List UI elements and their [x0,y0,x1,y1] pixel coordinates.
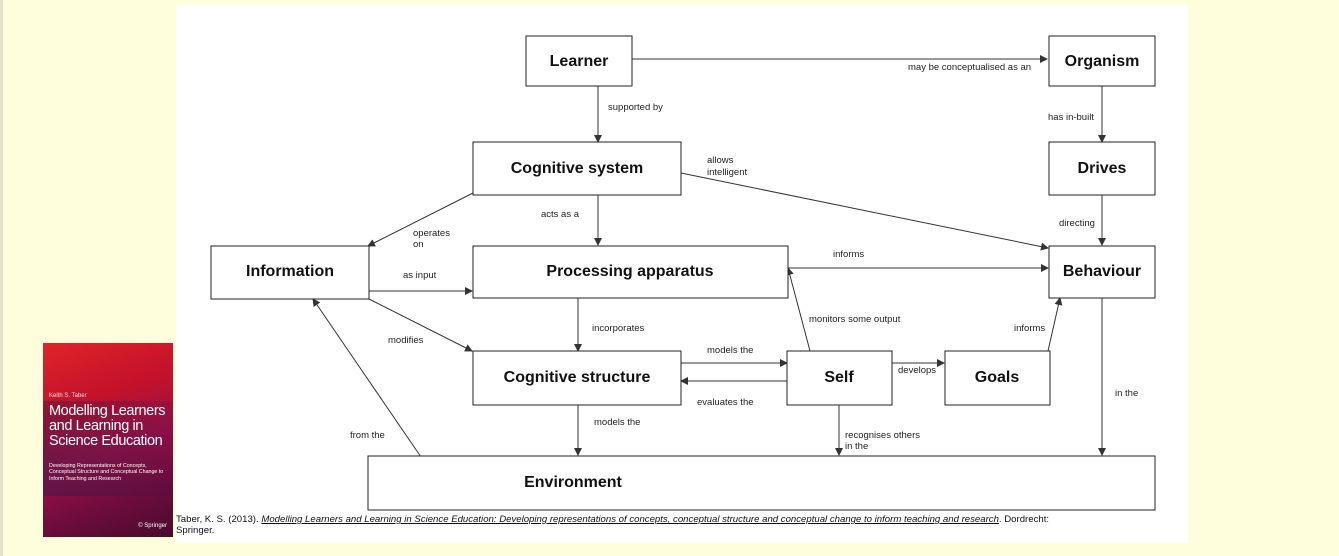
label-may-be-conceptualised: may be conceptualised as an [908,62,1031,73]
label-recognises-others: recognises others [845,430,920,441]
book-cover-image: Keith S. Taber Modelling Learners and Le… [43,343,173,537]
citation: Taber, K. S. (2013). Modelling Learners … [176,514,1076,536]
label-models-the-env: models the [594,417,640,428]
label-intelligent: intelligent [707,167,747,178]
node-self-label: Self [824,369,854,386]
cover-subtitle: Developing Representations of Concepts, … [49,463,164,482]
cover-publisher: © Springer [138,523,167,529]
node-cognitive-system: Cognitive system [472,141,682,196]
label-operates: operates [413,228,450,239]
edge-self-processing [785,267,811,352]
edge-environment-information [312,298,422,458]
label-incorporates: incorporates [592,323,645,334]
node-cognitive-structure: Cognitive structure [472,350,682,406]
edge-information-cogstructure [368,298,473,352]
label-on: on [413,239,424,250]
node-drives-label: Drives [1078,160,1127,177]
label-modifies: modifies [388,335,424,346]
node-learner-label: Learner [550,53,609,70]
node-behaviour: Behaviour [1048,245,1156,299]
cover-band [43,401,173,496]
node-processing-apparatus: Processing apparatus [472,245,789,299]
citation-prefix: Taber, K. S. (2013). [176,514,262,525]
label-in-the-self: in the [845,441,868,452]
label-in-the-right: in the [1115,388,1138,399]
cover-author: Keith S. Taber [49,393,87,399]
label-from-the: from the [350,430,385,441]
edge-cogsys-information [367,192,474,247]
label-models-the-self: models the [707,345,753,356]
node-organism: Organism [1048,35,1156,87]
label-as-input: as input [403,270,437,281]
label-has-in-built: has in-built [1048,112,1094,123]
label-evaluates-the: evaluates the [697,397,754,408]
edges [312,55,1106,458]
label-acts-as-a: acts as a [541,209,580,220]
label-informs-goals: informs [1014,323,1045,334]
edge-labels: may be conceptualised as an supported by… [350,62,1138,452]
node-goals-label: Goals [975,369,1020,386]
edge-cogsys-behaviour [680,172,1049,251]
node-behaviour-label: Behaviour [1063,263,1141,280]
label-develops: develops [898,365,936,376]
label-supported-by: supported by [608,102,663,113]
node-organism-label: Organism [1065,53,1140,70]
citation-suffix: . Dordrecht: Springer. [176,514,1050,536]
node-cognitive-system-label: Cognitive system [511,160,643,177]
node-learner: Learner [525,35,633,87]
edge-goals-behaviour [1047,297,1063,352]
cover-title: Modelling Learners and Learning in Scien… [49,403,166,449]
node-information-label: Information [246,263,334,280]
node-drives: Drives [1048,141,1156,196]
page-left-edge [0,0,3,556]
label-informs-top: informs [833,249,864,260]
label-allows: allows [707,155,734,166]
label-directing: directing [1059,218,1095,229]
node-environment: Environment [367,455,1156,511]
concept-map: may be conceptualised as an supported by… [210,35,1156,511]
node-processing-apparatus-label: Processing apparatus [546,263,713,280]
node-self: Self [786,350,893,406]
diagram-panel: may be conceptualised as an supported by… [176,5,1188,543]
node-goals: Goals [944,350,1051,406]
node-environment-label: Environment [524,474,622,491]
node-information: Information [210,245,370,300]
node-cognitive-structure-label: Cognitive structure [504,369,651,386]
citation-title-link[interactable]: Modelling Learners and Learning in Scien… [261,514,999,525]
label-monitors-some-output: monitors some output [809,314,901,325]
